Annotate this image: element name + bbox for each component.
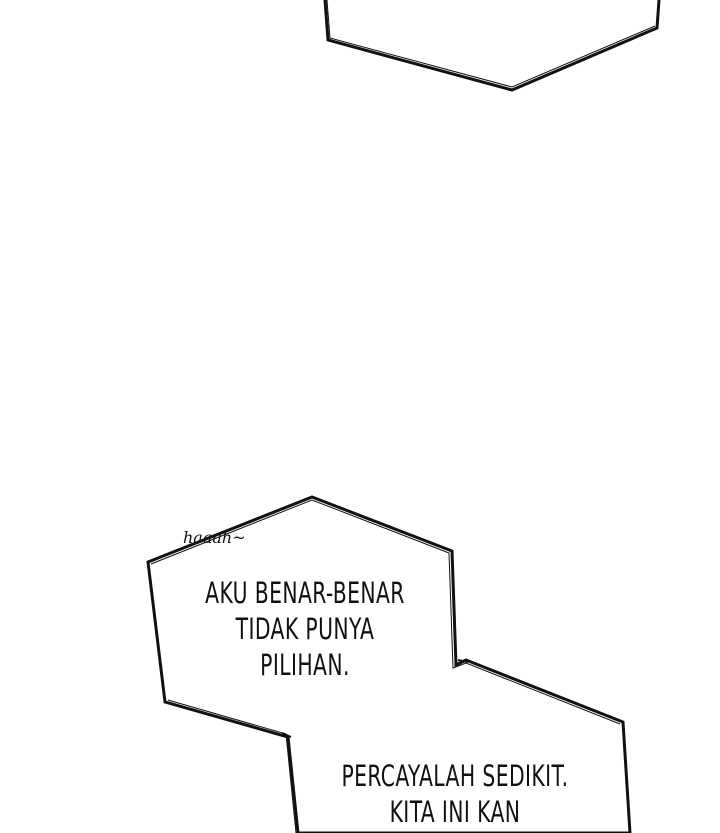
balloon-two-line-2: KITA INI KAN xyxy=(389,795,521,829)
top-speech-balloon xyxy=(323,0,661,92)
balloon-one-line-3: PILIHAN. xyxy=(260,648,350,682)
balloon-two-line-1: PERCAYALAH SEDIKIT. xyxy=(341,759,569,793)
lower-speech-balloon xyxy=(146,495,632,833)
balloon-one-line-1: AKU BENAR-BENAR xyxy=(205,576,405,610)
sfx-text: haaah~ xyxy=(183,528,246,547)
balloon-one-line-2: TIDAK PUNYA xyxy=(235,612,375,646)
